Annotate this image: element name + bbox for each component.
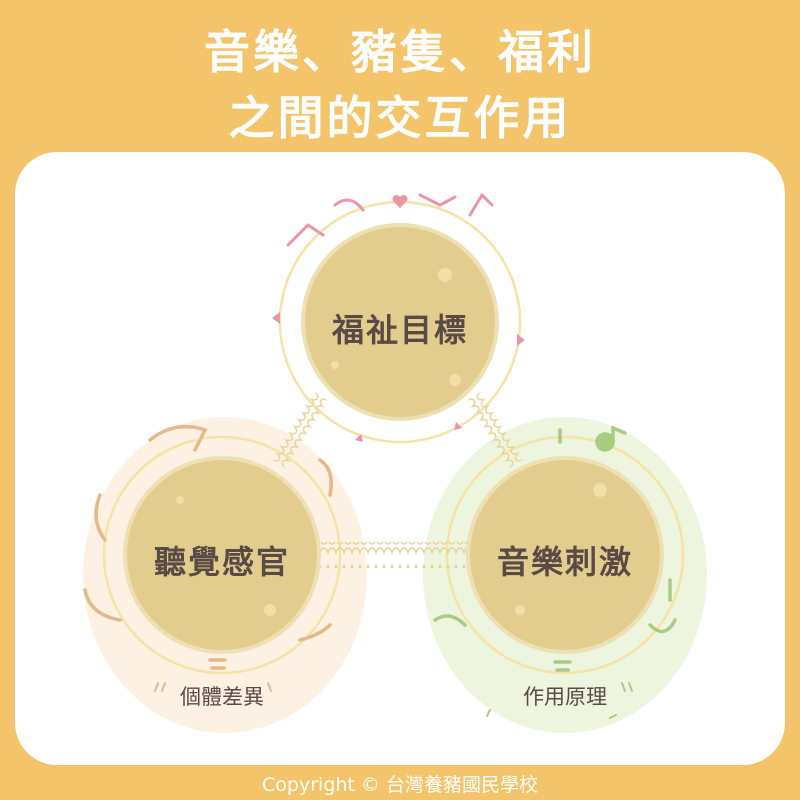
heart-icons [272, 194, 525, 442]
spring-connector-top-right [462, 389, 528, 471]
node-music-label: 音樂刺激 [496, 543, 633, 581]
diagram-panel: 福祉目標 聽覺感官 音樂刺激 個體差異 作用原理 [15, 152, 785, 765]
title-line-2: 之間的交互作用 [228, 91, 572, 145]
copyright: Copyright © 台灣養豬國民學校 [262, 774, 538, 796]
sub-label-individual: 個體差異 [180, 685, 264, 709]
ear-doodles [83, 424, 333, 670]
node-music-circle [466, 456, 664, 654]
spring-connector-bottom [318, 542, 468, 568]
sub-label-marks-right [486, 682, 633, 719]
spring-connector-top-left [267, 389, 333, 471]
node-welfare-label: 福祉目標 [331, 311, 468, 349]
title-line-1: 音樂、豬隻、福利 [204, 25, 596, 79]
node-hearing-circle [123, 456, 321, 654]
flower-decor [176, 268, 607, 616]
sub-label-marks-left [154, 682, 272, 692]
sub-label-mechanism: 作用原理 [523, 685, 607, 709]
diagram-graphics [83, 192, 707, 733]
music-note-doodles [433, 425, 677, 672]
pig-hand-doodles [286, 192, 494, 247]
node-hearing-label: 聽覺感官 [153, 543, 290, 581]
